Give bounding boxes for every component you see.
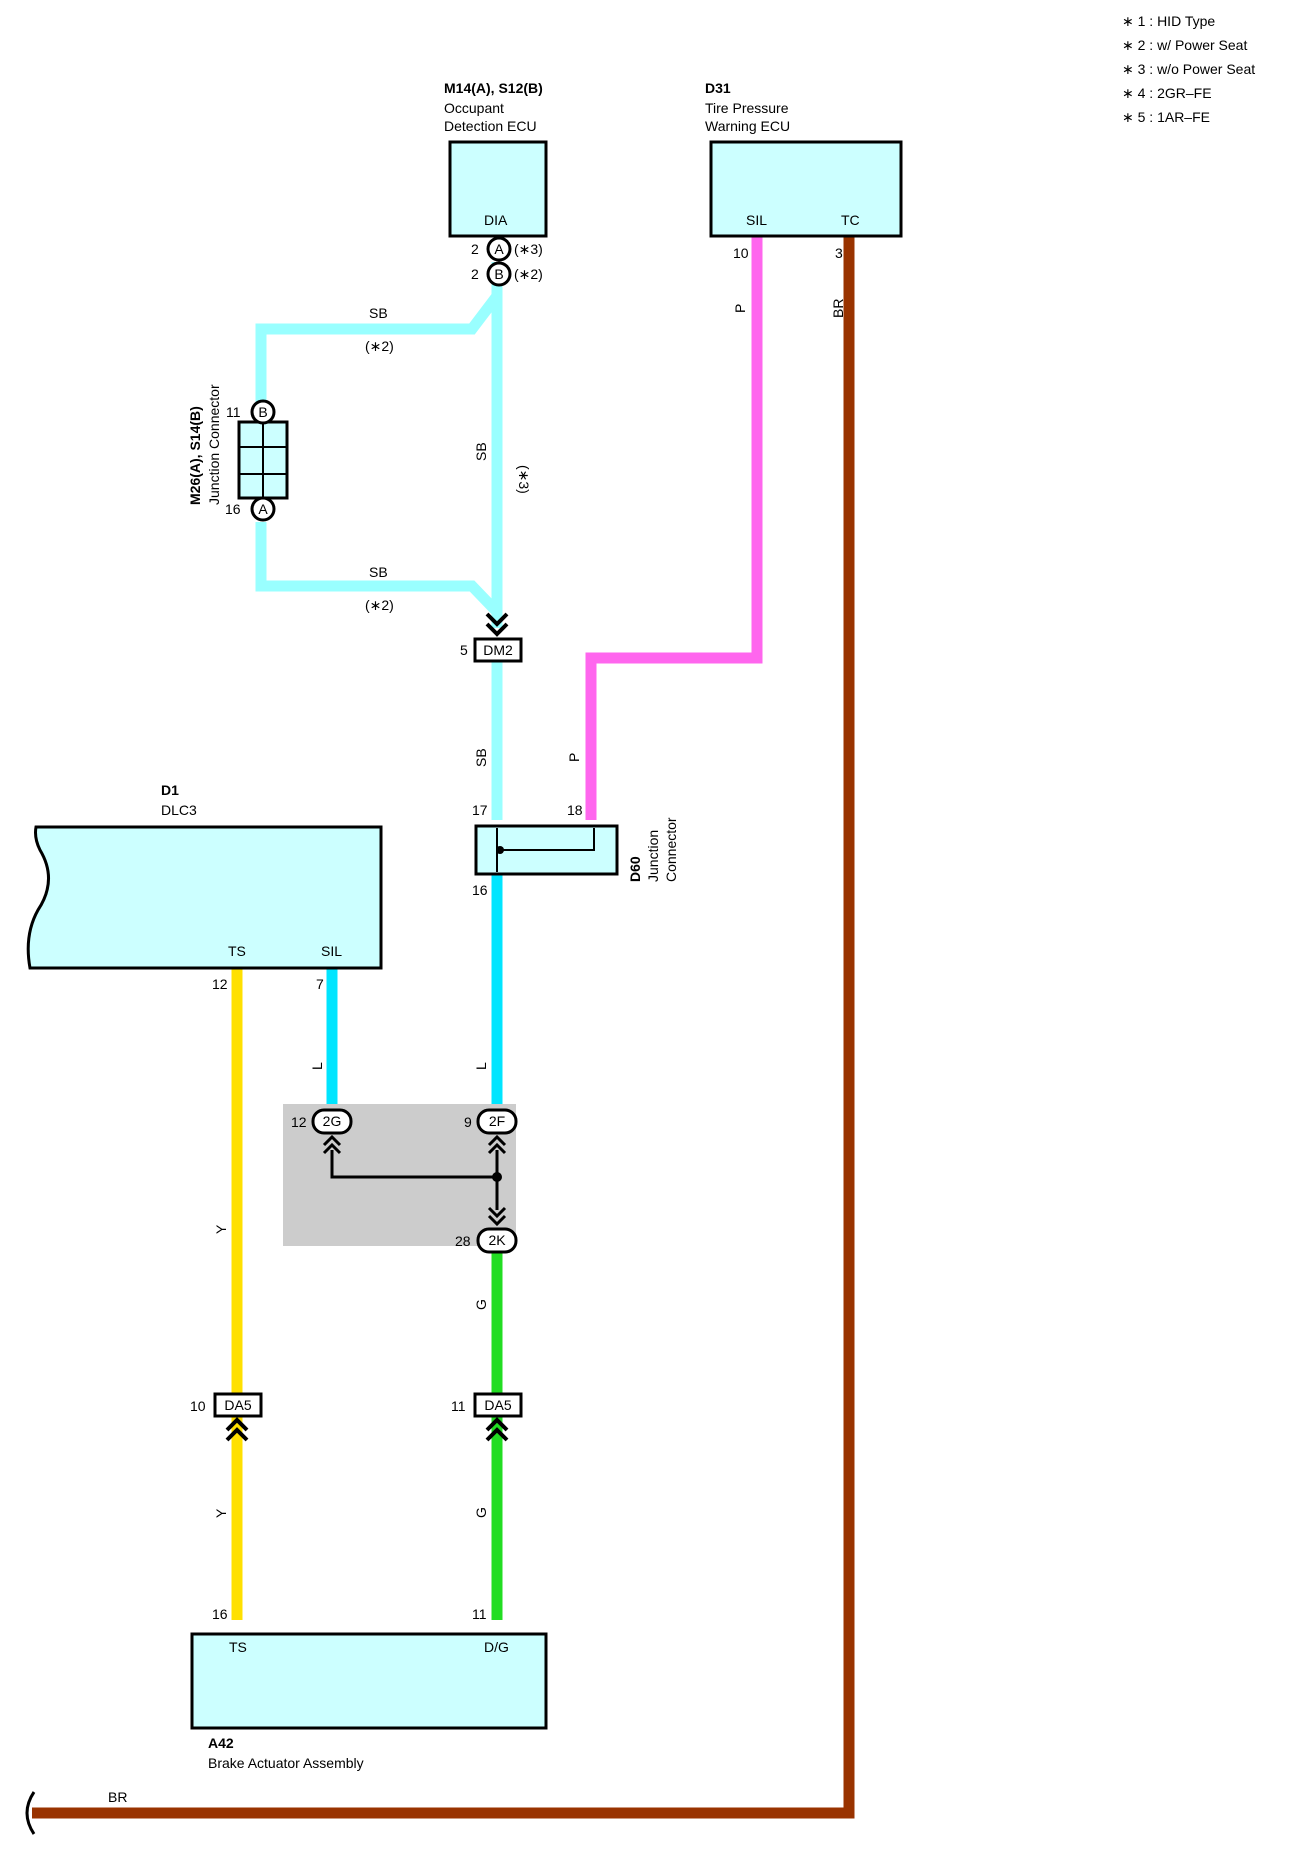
pin-d60-17: 17 (472, 802, 488, 818)
label-sb-lower: SB (473, 748, 489, 767)
svg-text:DM2: DM2 (483, 642, 513, 658)
jc-connector-b-circle: B (250, 399, 276, 425)
label-g-upper: G (473, 1299, 489, 1310)
note-5: ∗ 5 : 1AR–FE (1122, 109, 1210, 125)
tpw-pin-tc: TC (841, 212, 860, 228)
label-sb-top-note: (∗2) (365, 338, 394, 354)
pin-da5-left: 10 (190, 1398, 206, 1414)
svg-text:DA5: DA5 (224, 1397, 251, 1413)
note-3: ∗ 3 : w/o Power Seat (1122, 61, 1255, 77)
svg-text:2F: 2F (489, 1113, 505, 1129)
connector-da5-left: DA5 (213, 1392, 263, 1442)
label-p-lower: P (566, 753, 582, 762)
note-4: ∗ 4 : 2GR–FE (1122, 85, 1212, 101)
tpw-code: D31 (705, 80, 731, 96)
splice-dot (492, 1172, 502, 1182)
ode-code: M14(A), S12(B) (444, 80, 543, 96)
label-p-top: P (732, 304, 748, 313)
label-sb-bottom: SB (369, 564, 388, 580)
pin-2k: 28 (455, 1233, 471, 1249)
d60-junction-connector: D60 Junction Connector (474, 817, 679, 882)
label-l-left: L (309, 1062, 325, 1070)
svg-text:B: B (494, 266, 503, 282)
label-l-right: L (473, 1062, 489, 1070)
note-star3: (∗3) (514, 241, 543, 257)
wire-br (32, 236, 855, 1819)
dlc-pin-ts: TS (228, 943, 246, 959)
pin-dm2: 5 (460, 642, 468, 658)
note-star2: (∗2) (514, 266, 543, 282)
connector-2g: 2G (311, 1108, 353, 1135)
connector-b-circle: B (486, 261, 512, 287)
pin-dlc-ts: 12 (212, 976, 228, 992)
label-y-upper: Y (213, 1224, 229, 1234)
note-2: ∗ 2 : w/ Power Seat (1122, 37, 1247, 53)
label-g-lower: G (473, 1507, 489, 1518)
brake-name: Brake Actuator Assembly (208, 1755, 364, 1771)
svg-text:B: B (258, 404, 267, 420)
d60-code: D60 (627, 856, 643, 882)
pin-tpw-sil: 10 (733, 245, 749, 261)
tire-pressure-warning-ecu: D31 Tire Pressure Warning ECU SIL TC (705, 80, 903, 238)
connector-dm2: DM2 (473, 612, 523, 663)
d60-name1: Junction (645, 830, 661, 882)
jc-side-name: Junction Connector (206, 384, 222, 505)
pin-da5-right: 11 (451, 1398, 466, 1414)
svg-text:DA5: DA5 (484, 1397, 511, 1413)
wire-sb-top-branch (255, 292, 502, 406)
label-y-lower: Y (213, 1508, 229, 1518)
connector-2k: 2K (476, 1227, 518, 1254)
pin-brake-ts: 16 (212, 1606, 228, 1622)
pin-tpw-tc: 3 (835, 245, 843, 261)
dlc-name: DLC3 (161, 802, 197, 818)
ode-pin-dia: DIA (484, 212, 508, 228)
notes-legend: ∗ 1 : HID Type ∗ 2 : w/ Power Seat ∗ 3 :… (1122, 13, 1255, 125)
brake-actuator-assembly: TS D/G A42 Brake Actuator Assembly (190, 1632, 548, 1771)
dlc-code: D1 (161, 782, 179, 798)
pin-2g: 12 (291, 1114, 307, 1130)
pin-dlc-sil: 7 (316, 976, 324, 992)
pin-d60-18: 18 (567, 802, 583, 818)
tpw-name2: Warning ECU (705, 118, 790, 134)
pin-jc-b: 11 (226, 404, 241, 420)
svg-text:2K: 2K (488, 1232, 506, 1248)
tpw-name1: Tire Pressure (705, 100, 789, 116)
label-sb-main: SB (473, 442, 489, 461)
dlc3: D1 DLC3 TS SIL (26, 782, 383, 970)
dlc-pin-sil: SIL (321, 943, 342, 959)
wire-br-end (25, 1791, 36, 1835)
label-sb-main-note: (∗3) (516, 465, 532, 494)
connector-a-circle: A (486, 236, 512, 262)
pin-d60-16: 16 (472, 882, 488, 898)
pin-brake-dg: 11 (472, 1606, 487, 1622)
side-junction-connector: M26(A), S14(B) Junction Connector (187, 384, 289, 505)
svg-text:A: A (494, 241, 504, 257)
connector-da5-right: DA5 (473, 1392, 523, 1442)
note-1: ∗ 1 : HID Type (1122, 13, 1215, 29)
connector-2f: 2F (476, 1108, 518, 1135)
ode-name1: Occupant (444, 100, 504, 116)
brake-code: A42 (208, 1735, 234, 1751)
pin-jc-a: 16 (225, 501, 241, 517)
svg-text:2G: 2G (323, 1113, 342, 1129)
d60-name2: Connector (663, 817, 679, 882)
brake-pin-ts: TS (229, 1639, 247, 1655)
label-sb-bottom-note: (∗2) (365, 597, 394, 613)
pin-2f: 9 (464, 1114, 472, 1130)
pin-ode-a: 2 (471, 241, 479, 257)
brake-pin-dg: D/G (484, 1639, 509, 1655)
wire-sb-bottom-branch (255, 522, 501, 616)
tpw-pin-sil: SIL (746, 212, 767, 228)
pin-ode-b: 2 (471, 266, 479, 282)
ode-name2: Detection ECU (444, 118, 537, 134)
label-sb-top: SB (369, 305, 388, 321)
label-br-vertical: BR (830, 299, 846, 318)
label-br-bottom: BR (108, 1789, 127, 1805)
jc-connector-a-circle: A (250, 496, 276, 522)
wire-p (585, 236, 763, 820)
occupant-detection-ecu: M14(A), S12(B) Occupant Detection ECU DI… (444, 80, 548, 238)
svg-text:A: A (258, 501, 268, 517)
jc-side-code: M26(A), S14(B) (187, 406, 203, 505)
